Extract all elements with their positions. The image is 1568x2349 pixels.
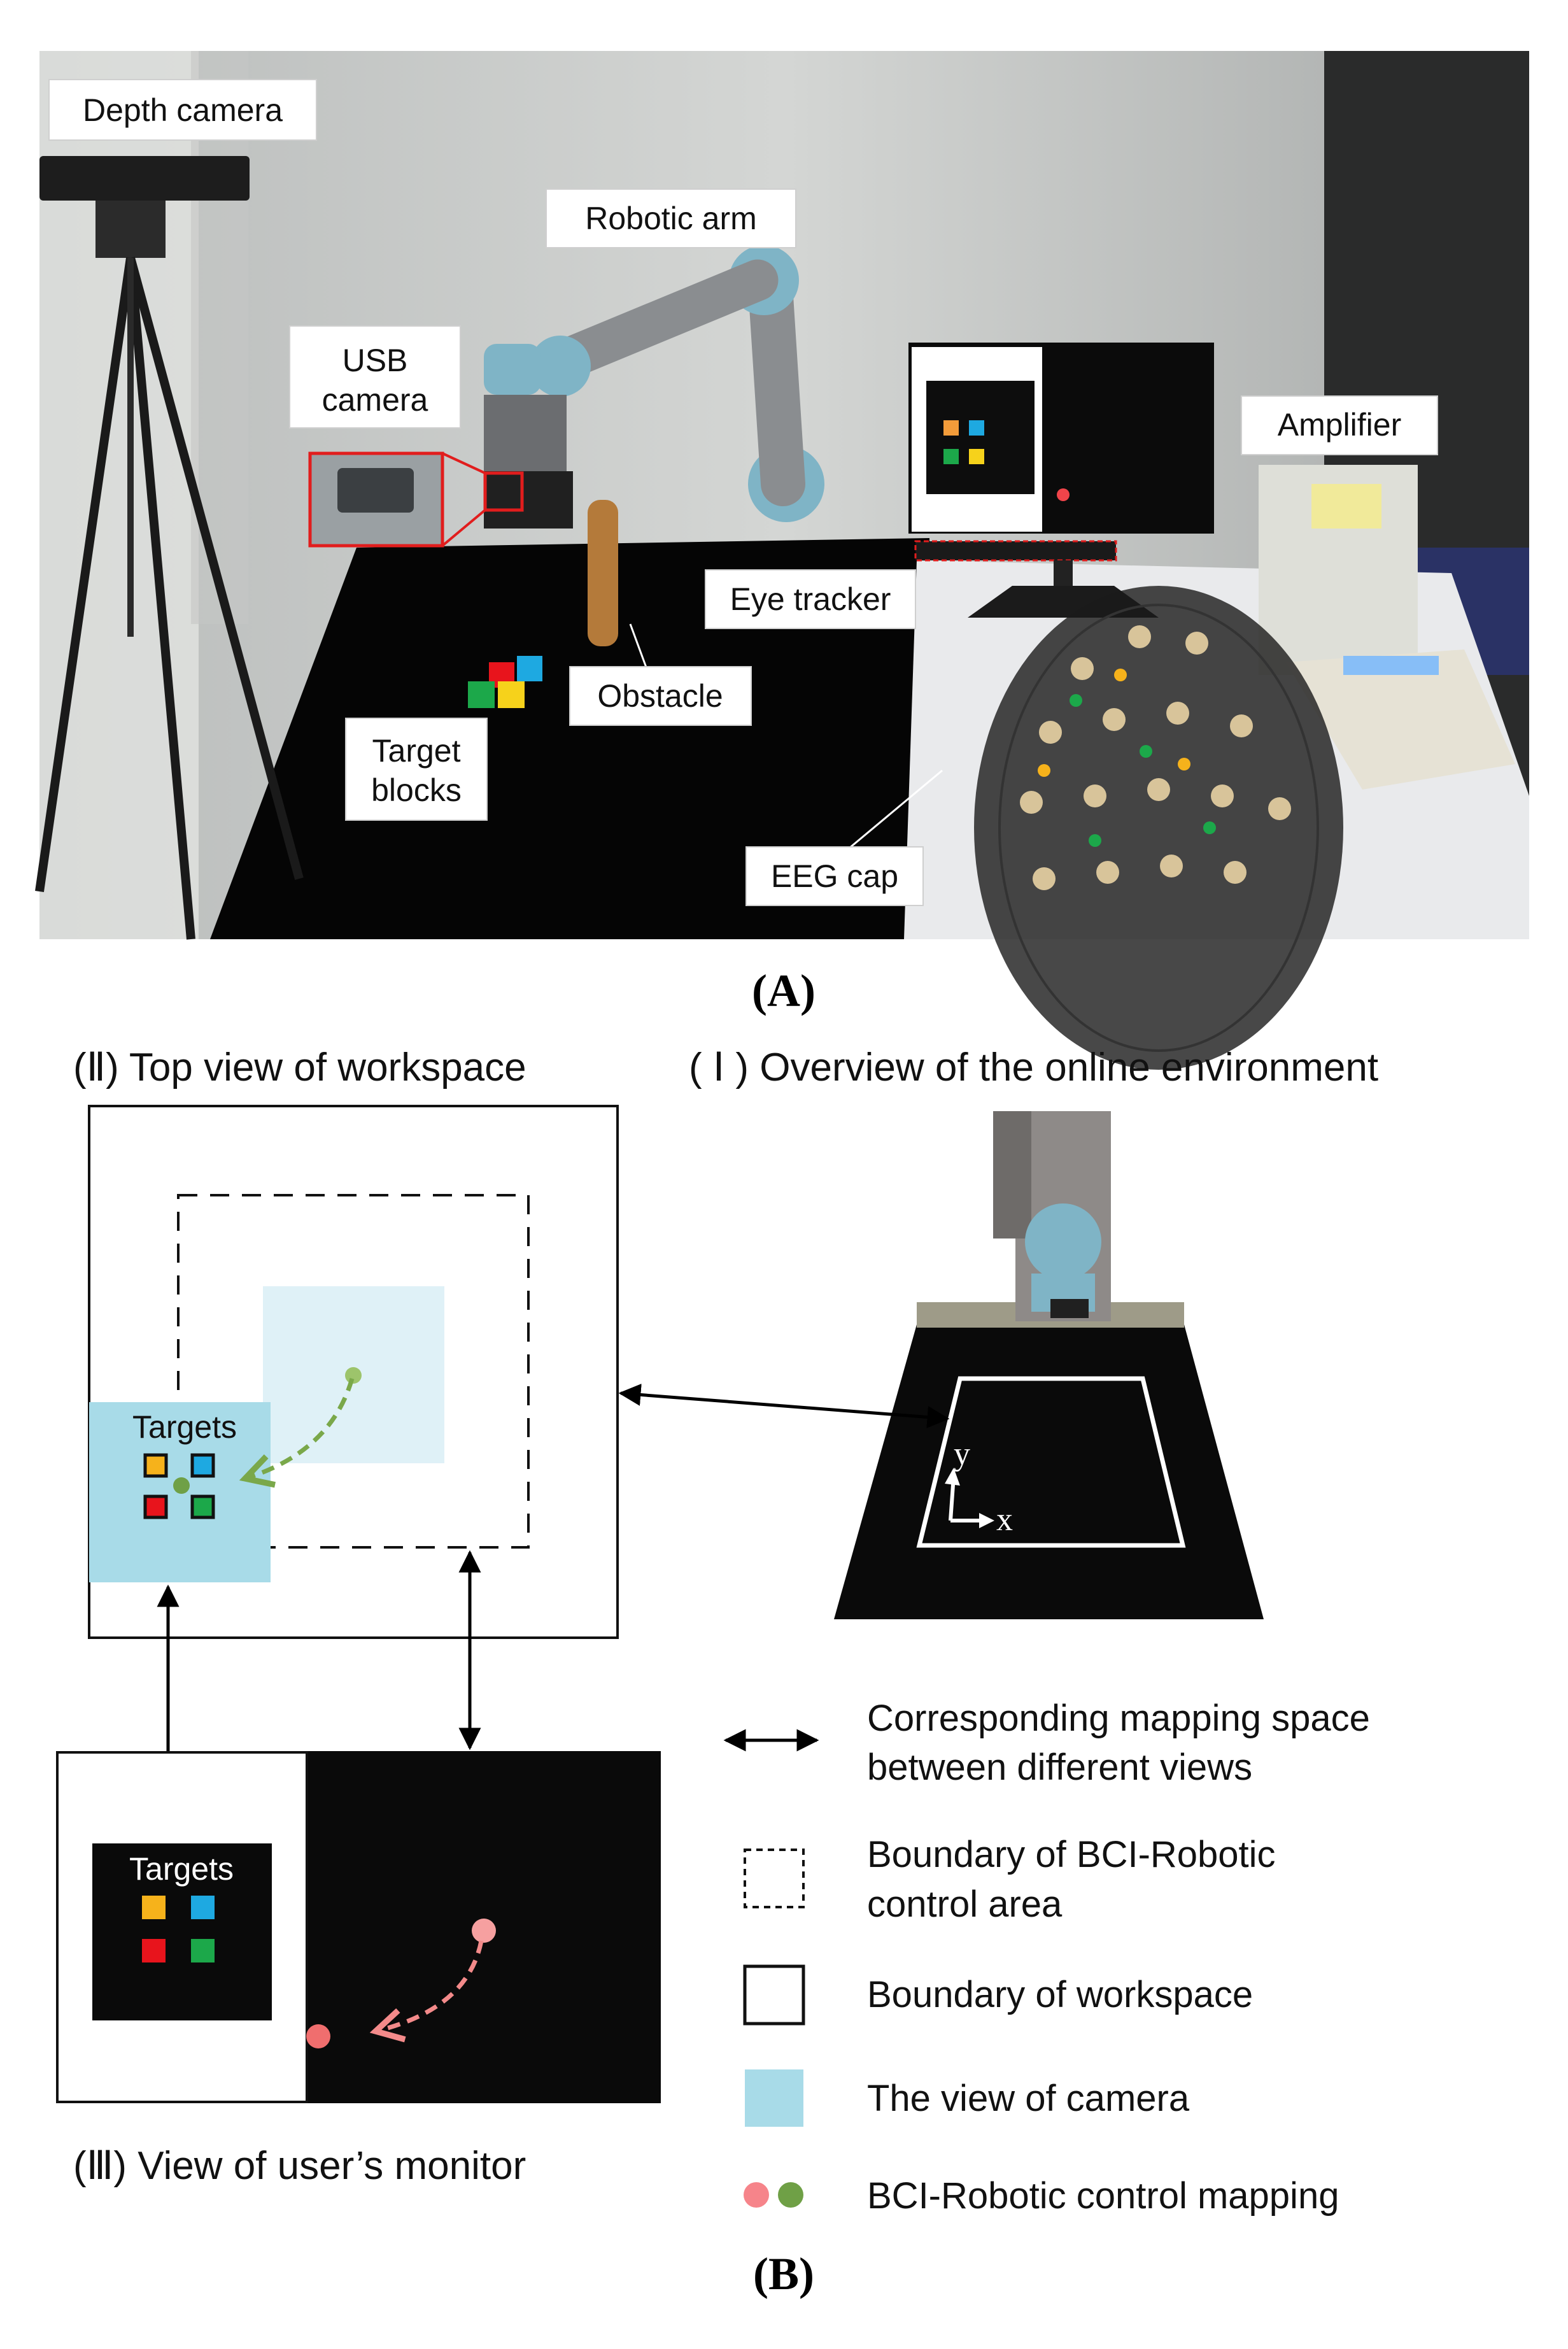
- robotic-arm: [484, 245, 824, 529]
- targets-label-monitor: Targets: [129, 1851, 234, 1887]
- label-obstacle: Obstacle: [569, 666, 752, 726]
- svg-text:Depth camera: Depth camera: [83, 92, 283, 128]
- svg-text:EEG cap: EEG cap: [771, 858, 898, 894]
- legend-camera-view-text: The view of camera: [867, 2078, 1190, 2119]
- legend-bci-area-text-1: Boundary of BCI-Robotic: [867, 1834, 1276, 1875]
- legend-control-mapping-text: BCI-Robotic control mapping: [867, 2175, 1339, 2217]
- eeg-cap-photo: [974, 586, 1343, 1070]
- amplifier-photo: [1259, 465, 1515, 790]
- panel-a-photo: Depth camera Robotic arm USB camera Ampl…: [35, 51, 1529, 1070]
- svg-text:Obstacle: Obstacle: [597, 678, 723, 714]
- obstacle-cylinder: [588, 500, 618, 646]
- svg-text:camera: camera: [322, 382, 428, 418]
- label-eye-tracker: Eye tracker: [705, 569, 916, 629]
- target-green: [190, 1494, 215, 1519]
- label-eeg-cap: EEG cap: [745, 846, 924, 906]
- svg-text:Robotic arm: Robotic arm: [585, 201, 757, 236]
- cursor-green-start: [345, 1367, 362, 1384]
- monitor-photo: [908, 343, 1214, 618]
- monitor-target-red: [142, 1939, 166, 1962]
- monitor-target-blue: [191, 1896, 215, 1919]
- legend-green-dot: [778, 2182, 803, 2208]
- legend-mapping-text-2: between different views: [867, 1747, 1252, 1788]
- svg-text:blocks: blocks: [371, 772, 462, 808]
- target-blue: [190, 1453, 215, 1478]
- label-target-blocks: Target blocks: [345, 718, 488, 821]
- view-ii-title: (Ⅱ) Top view of workspace: [73, 1046, 526, 1089]
- label-usb-camera: USB camera: [289, 325, 461, 429]
- view-i-title: ( Ⅰ ) Overview of the online environment: [689, 1046, 1378, 1089]
- view-iii-title: (Ⅲ) View of user’s monitor: [73, 2144, 526, 2188]
- cursor-green-path: [245, 1378, 355, 1479]
- caption-b: (B): [753, 2248, 814, 2299]
- cursor-pink-path: [376, 1940, 484, 2031]
- overview-workspace-boundary: [916, 1376, 1186, 1548]
- legend-workspace-text: Boundary of workspace: [867, 1974, 1253, 2015]
- mapping-arrow-top-overview: [618, 1384, 950, 1428]
- svg-text:USB: USB: [343, 343, 408, 378]
- online-environment-overview: y x: [834, 1111, 1264, 1619]
- svg-text:Amplifier: Amplifier: [1278, 407, 1401, 443]
- legend-bci-area-text-2: control area: [867, 1884, 1063, 1925]
- caption-a: (A): [752, 965, 816, 1016]
- legend-bci-area-symbol: [744, 1849, 805, 1908]
- monitor-target-orange: [142, 1896, 166, 1919]
- legend-pink-dot: [744, 2182, 769, 2208]
- axis-y-label: y: [954, 1436, 970, 1472]
- user-monitor-view: Targets: [56, 1751, 661, 2103]
- target-orange: [143, 1453, 168, 1478]
- cursor-pink-end: [306, 2024, 330, 2048]
- axis-x-label: x: [996, 1501, 1013, 1538]
- label-amplifier: Amplifier: [1241, 395, 1438, 455]
- svg-text:Target: Target: [372, 733, 461, 769]
- legend-camera-view-symbol: [745, 2069, 803, 2127]
- cursor-pink-start: [472, 1919, 496, 1943]
- legend-workspace-symbol: [743, 1964, 805, 2026]
- legend-mapping-text-1: Corresponding mapping space: [867, 1698, 1370, 1739]
- bci-control-area-boundary: [177, 1194, 530, 1549]
- target-red: [143, 1494, 168, 1519]
- monitor-target-green: [191, 1939, 215, 1962]
- tripod: [35, 156, 304, 940]
- label-robotic-arm: Robotic arm: [546, 188, 796, 248]
- targets-label-top: Targets: [132, 1409, 237, 1445]
- top-view-workspace: Targets: [88, 1105, 619, 1639]
- legend: Corresponding mapping space between diff…: [723, 1698, 1370, 2217]
- label-depth-camera: Depth camera: [48, 79, 317, 141]
- target-blocks-photo: [468, 656, 542, 708]
- svg-text:Eye tracker: Eye tracker: [730, 581, 891, 617]
- cursor-green-end: [173, 1477, 190, 1494]
